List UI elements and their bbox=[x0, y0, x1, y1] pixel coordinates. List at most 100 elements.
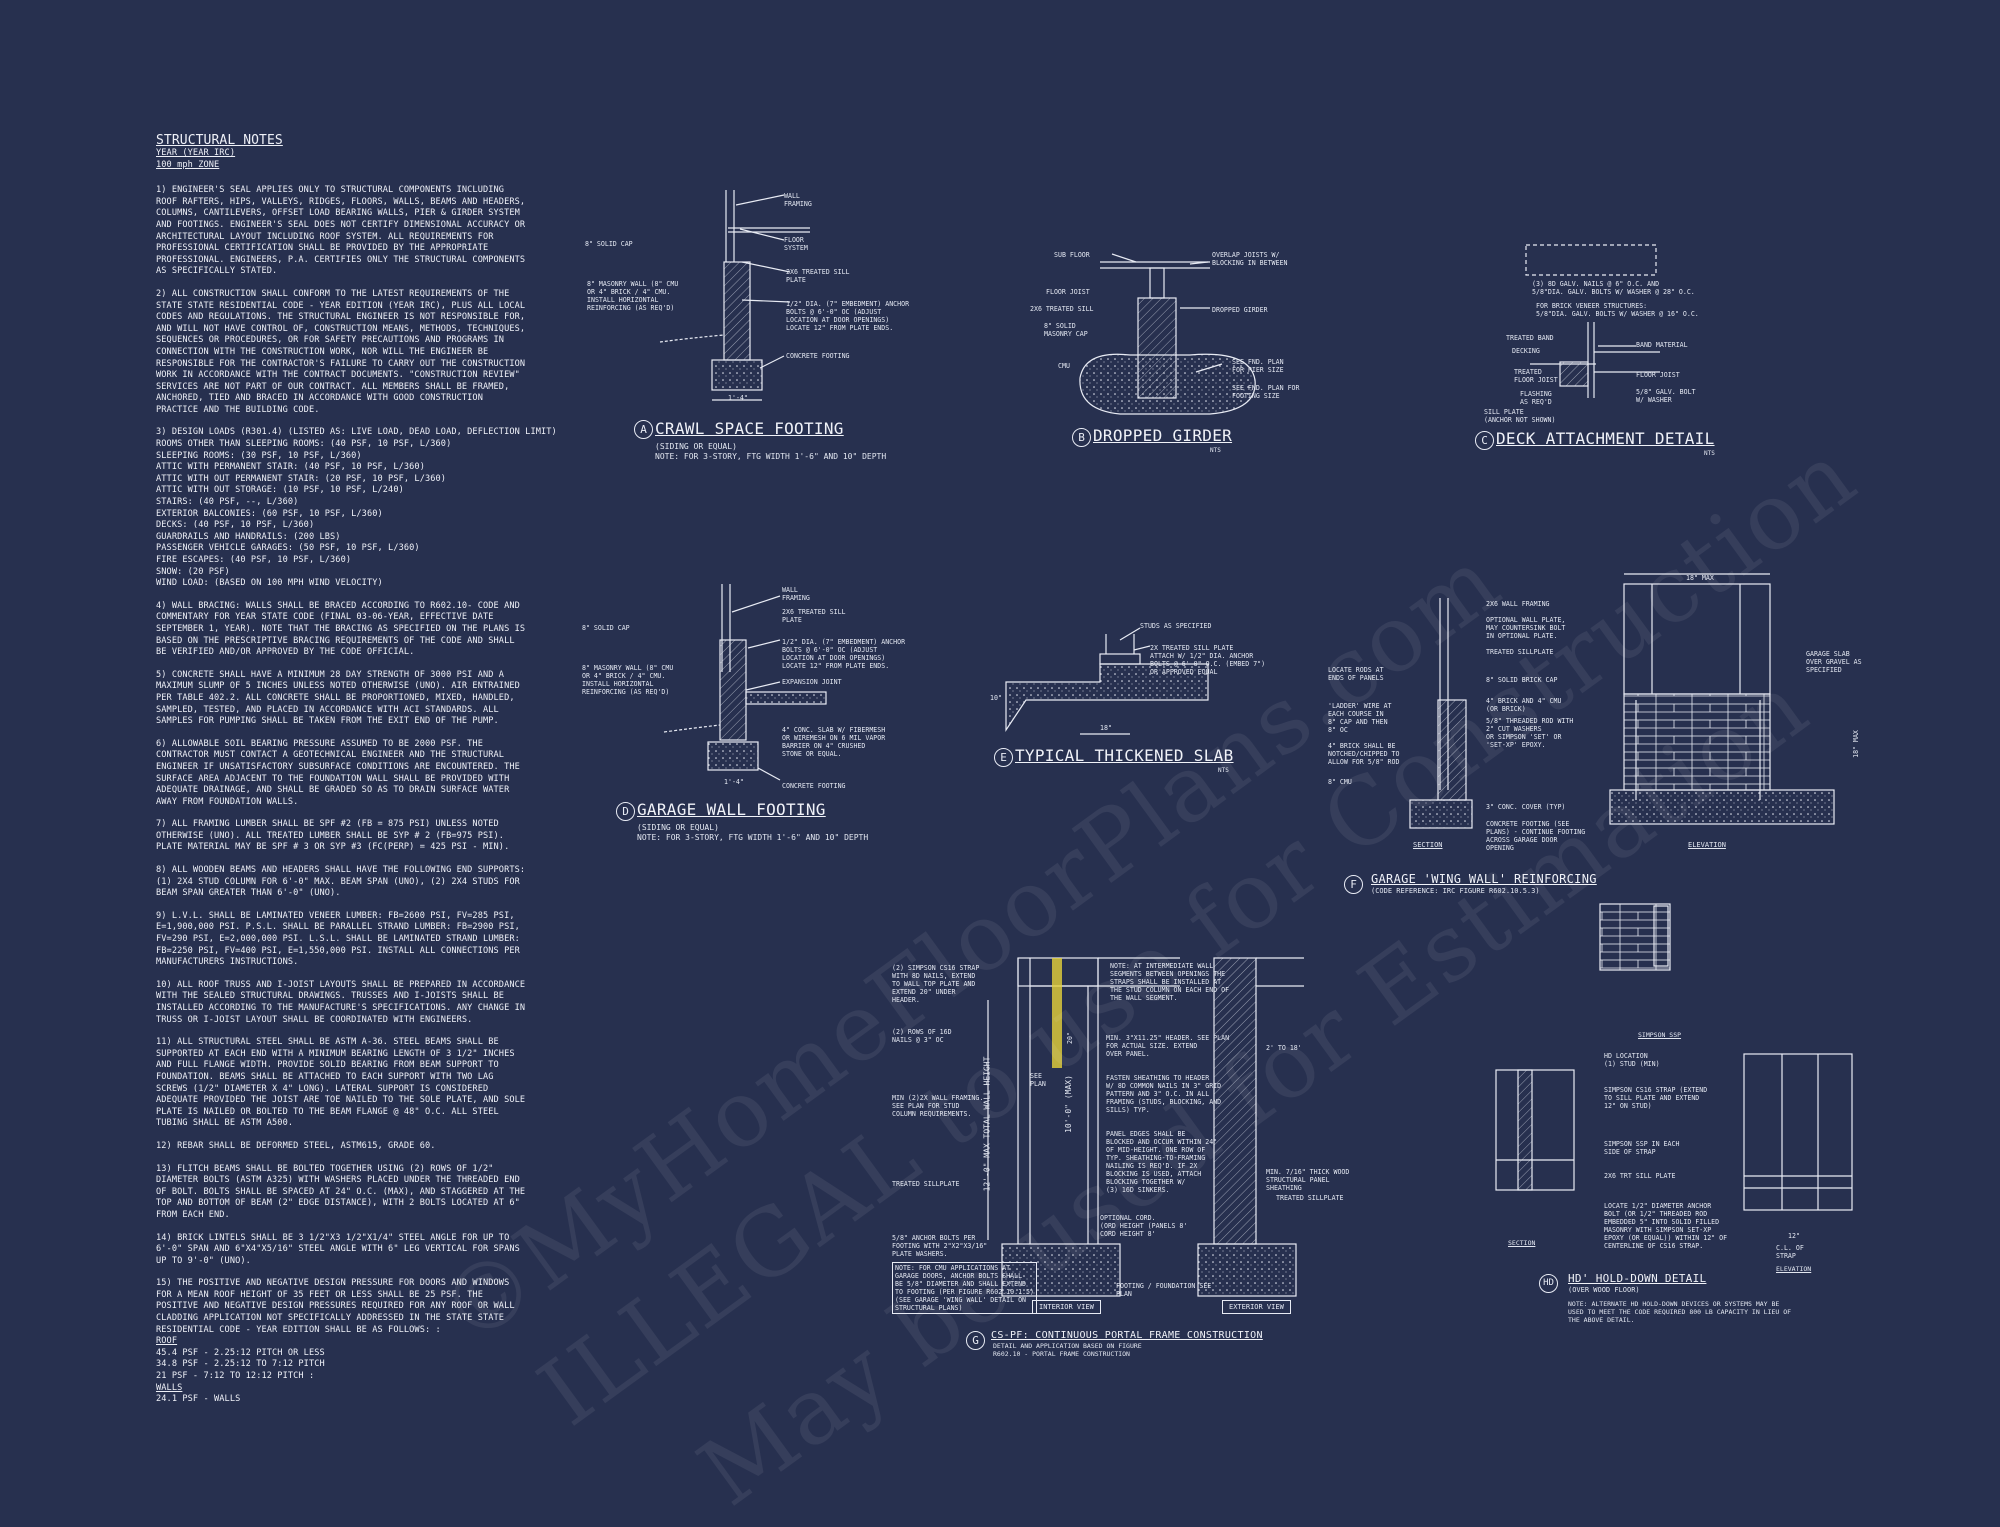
callout-label: WALL FRAMING bbox=[782, 586, 810, 602]
detail-f-section: SECTION bbox=[1413, 841, 1443, 849]
detail-d-title: GARAGE WALL FOOTING bbox=[637, 800, 826, 819]
detail-a-title: CRAWL SPACE FOOTING bbox=[655, 419, 844, 438]
callout-label: LOCATE RODS AT ENDS OF PANELS bbox=[1328, 666, 1384, 682]
callout-label: OVERLAP JOISTS W/ BLOCKING IN BETWEEN bbox=[1212, 251, 1288, 267]
load-line: PASSENGER VEHICLE GARAGES: (50 PSF, 10 P… bbox=[156, 543, 420, 554]
callout-label: GARAGE SLAB OVER GRAVEL AS SPECIFIED bbox=[1806, 650, 1862, 674]
callout-label: 8" SOLID BRICK CAP bbox=[1486, 676, 1558, 684]
detail-a-note1: (SIDING OR EQUAL) bbox=[655, 442, 737, 451]
detail-b-scale: NTS bbox=[1210, 447, 1221, 454]
callout-label: FLOOR JOIST bbox=[1636, 371, 1680, 379]
note-paragraph: 10) ALL ROOF TRUSS AND I-JOIST LAYOUTS S… bbox=[156, 979, 526, 1025]
callout-label: 4" BRICK AND 4" CMU (OR BRICK) bbox=[1486, 697, 1562, 713]
callout-label: OPTIONAL CORD. (ORD HEIGHT (PANELS 8' CO… bbox=[1100, 1214, 1188, 1238]
detail-g-exterior-view: EXTERIOR VIEW bbox=[1222, 1300, 1291, 1314]
callout-label: NOTE: FOR CMU APPLICATIONS AT GARAGE DOO… bbox=[892, 1262, 1037, 1314]
callout-label: 2x6 TREATED SILL PLATE bbox=[782, 608, 846, 624]
callout-label: LOCATE 1/2" DIAMETER ANCHOR BOLT (OR 1/2… bbox=[1604, 1202, 1728, 1250]
notes-wind-zone: 100 mph ZONE bbox=[156, 159, 220, 170]
note-paragraph: 12) REBAR SHALL BE DEFORMED STEEL, ASTM6… bbox=[156, 1140, 436, 1151]
callout-label: 2' TO 18' bbox=[1266, 1044, 1302, 1052]
detail-e-drawing bbox=[1005, 627, 1209, 735]
roof-label: ROOF bbox=[156, 1336, 178, 1347]
notes-title: STRUCTURAL NOTES bbox=[156, 133, 283, 148]
callout-label: (2) SIMPSON CS16 STRAP WITH 8d NAILS, EX… bbox=[892, 964, 980, 1004]
detail-hd-note3: USED TO MEET THE CODE REQUIRED 800 LB CA… bbox=[1568, 1308, 1792, 1316]
detail-g-title: CS-PF: CONTINUOUS PORTAL FRAME CONSTRUCT… bbox=[991, 1330, 1263, 1341]
detail-a-note2: NOTE: FOR 3-STORY, FTG WIDTH 1'-6" AND 1… bbox=[655, 452, 887, 461]
callout-label: PANEL EDGES SHALL BE BLOCKED AND OCCUR W… bbox=[1106, 1130, 1218, 1194]
callout-label: 18" MAX bbox=[1851, 730, 1860, 758]
load-line: EXTERIOR BALCONIES: (60 PSF, 10 PSF, L/3… bbox=[156, 508, 383, 519]
callout-label: TREATED BAND bbox=[1506, 334, 1554, 342]
callout-label: C.L. OF STRAP bbox=[1776, 1244, 1804, 1260]
detail-f-elevation: ELEVATION bbox=[1688, 841, 1726, 849]
load-line: ATTIC WITH OUT STORAGE: (10 PSF, 10 PSF,… bbox=[156, 485, 404, 496]
callout-label: WALL FRAMING bbox=[784, 192, 812, 208]
callout-label: FLOOR JOIST bbox=[1046, 288, 1090, 296]
detail-d-note1: (SIDING OR EQUAL) bbox=[637, 823, 719, 832]
detail-hd-drawing bbox=[1495, 903, 1853, 1211]
callout-label: NOTE: AT INTERMEDIATE WALL SEGMENTS BETW… bbox=[1110, 962, 1230, 1002]
callout-label: HD LOCATION (1) STUD (MIN) bbox=[1604, 1052, 1660, 1068]
callout-label: EXPANSION JOINT bbox=[782, 678, 842, 686]
detail-hd-note1: (OVER WOOD FLOOR) bbox=[1568, 1286, 1640, 1294]
callout-label: 1/2" DIA. (7" EMBEDMENT) ANCHOR BOLTS @ … bbox=[786, 300, 910, 332]
callout-label: 5/8" THREADED ROD WITH 2" CUT WASHERS OR… bbox=[1486, 717, 1574, 749]
callout-label: SEE PLAN bbox=[1030, 1072, 1046, 1088]
detail-e-marker: E bbox=[994, 748, 1013, 767]
callout-label: 2x6 WALL FRAMING bbox=[1486, 600, 1550, 608]
load-line: ROOMS OTHER THAN SLEEPING ROOMS: (40 PSF… bbox=[156, 439, 452, 450]
structural-notes: STRUCTURAL NOTES YEAR (YEAR IRC) 100 mph… bbox=[156, 133, 557, 1406]
detail-hd-elevation: ELEVATION bbox=[1776, 1265, 1812, 1273]
detail-c-marker: C bbox=[1475, 431, 1494, 450]
walls-line: 24.1 PSF - WALLS bbox=[156, 1394, 241, 1405]
note-paragraph: 4) WALL BRACING: WALLS SHALL BE BRACED A… bbox=[156, 600, 526, 658]
callout-label: SILL PLATE (ANCHOR NOT SHOWN) bbox=[1484, 408, 1556, 424]
callout-label: FLOOR SYSTEM bbox=[784, 236, 808, 252]
callout-label: 1'-4" bbox=[724, 778, 744, 786]
callout-label: FOOTING / FOUNDATION SEE PLAN bbox=[1116, 1282, 1212, 1298]
detail-g-drawing bbox=[987, 957, 1304, 1297]
callout-label: 18" bbox=[1100, 724, 1112, 732]
roof-line: 45.4 PSF - 2.25:12 PITCH OR LESS bbox=[156, 1347, 325, 1358]
callout-label: MIN (2)2X WALL FRAMING. SEE PLAN FOR STU… bbox=[892, 1094, 984, 1118]
callout-label: SEE FND. PLAN FOR FOOTING SIZE bbox=[1232, 384, 1300, 400]
callout-label: 4" CONC. SLAB w/ FIBERMESH OR WIREMESH O… bbox=[782, 726, 886, 758]
callout-label: FASTEN SHEATHING TO HEADER W/ 8d COMMON … bbox=[1106, 1074, 1222, 1114]
detail-g-interior-view: INTERIOR VIEW bbox=[1032, 1300, 1101, 1314]
callout-label: 2x TREATED SILL PLATE ATTACH w/ 1/2" dia… bbox=[1150, 644, 1266, 676]
callout-label: BAND MATERIAL bbox=[1636, 341, 1688, 349]
design-loads: 3) DESIGN LOADS (R301.4) (LISTED AS: LIV… bbox=[156, 427, 557, 589]
detail-e-title: TYPICAL THICKENED SLAB bbox=[1015, 746, 1234, 765]
detail-c-title: DECK ATTACHMENT DETAIL bbox=[1496, 429, 1715, 448]
note-paragraph: 2) ALL CONSTRUCTION SHALL CONFORM TO THE… bbox=[156, 288, 526, 415]
note-paragraph: 5) CONCRETE SHALL HAVE A MINIMUM 28 DAY … bbox=[156, 669, 520, 727]
detail-d-drawing bbox=[663, 584, 827, 781]
detail-b-title: DROPPED GIRDER bbox=[1093, 426, 1233, 445]
callout-label: FLASHING AS REQ'D bbox=[1520, 390, 1552, 406]
cs16-strap bbox=[1052, 958, 1062, 1068]
detail-hd-title: HD' HOLD-DOWN DETAIL bbox=[1568, 1272, 1707, 1285]
load-line: GUARDRAILS AND HANDRAILS: (200 LBS) bbox=[156, 531, 341, 542]
detail-e-scale: NTS bbox=[1218, 767, 1229, 774]
load-line: ATTIC WITH OUT PERMANENT STAIR: (20 PSF,… bbox=[156, 473, 447, 484]
load-line: STAIRS: (40 PSF, --, L/360) bbox=[156, 497, 299, 508]
callout-label: DROPPED GIRDER bbox=[1212, 306, 1268, 314]
callout-label: (2) ROWS OF 16d NAILS @ 3" OC bbox=[892, 1028, 952, 1044]
detail-b-marker: B bbox=[1072, 428, 1091, 447]
callout-label: 2x6 TRT SILL PLATE bbox=[1604, 1172, 1676, 1180]
callout-label: SEE FND. PLAN FOR PIER SIZE bbox=[1232, 358, 1284, 374]
note-paragraph: 11) ALL STRUCTURAL STEEL SHALL BE ASTM A… bbox=[156, 1037, 526, 1129]
detail-hd-marker: HD bbox=[1539, 1274, 1558, 1293]
callout-label: 3" CONC. COVER (TYP) bbox=[1486, 803, 1566, 811]
callout-label: 1'-4" bbox=[728, 394, 748, 402]
detail-a-drawing bbox=[659, 190, 810, 401]
callout-label: 8" SOLID CAP bbox=[582, 624, 630, 632]
detail-c-scale: NTS bbox=[1704, 450, 1715, 457]
callout-label: FOR BRICK VENEER STRUCTURES: 5/8"dia. GA… bbox=[1536, 302, 1699, 318]
callout-label: SUB FLOOR bbox=[1054, 251, 1090, 259]
walls-label: WALLS bbox=[156, 1382, 183, 1393]
detail-c-drawing bbox=[1525, 244, 1660, 398]
callout-label: 2x6 TREATED SILL bbox=[1030, 305, 1094, 313]
